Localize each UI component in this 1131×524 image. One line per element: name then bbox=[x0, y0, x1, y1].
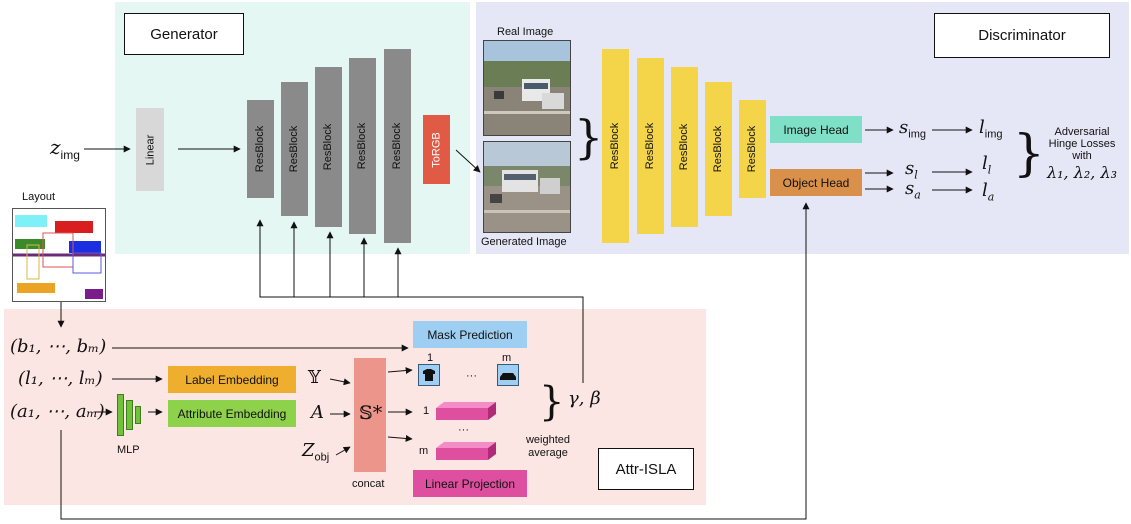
losses-line-2: Hinge Losses bbox=[1048, 138, 1116, 150]
attribute-embedding: Attribute Embedding bbox=[168, 400, 296, 427]
mlp-layer-1 bbox=[117, 394, 124, 436]
discriminator-resblock-3: ResBlock bbox=[671, 67, 698, 227]
object-head: Object Head bbox=[770, 169, 862, 196]
discriminator-resblock-5: ResBlock bbox=[739, 100, 766, 198]
generator-resblock-5: ResBlock bbox=[384, 49, 411, 243]
b-sequence: (b₁, ⋯, bₘ) bbox=[10, 336, 107, 357]
mlp-layer-3 bbox=[135, 406, 141, 424]
shirt-icon bbox=[423, 369, 435, 381]
s-a: sa bbox=[905, 178, 921, 202]
torgb-block: ToRGB bbox=[423, 115, 450, 184]
generator-resblock-3: ResBlock bbox=[315, 67, 342, 227]
mlp-layer-2 bbox=[126, 400, 133, 430]
layout-label: Layout bbox=[22, 191, 56, 203]
image-head: Image Head bbox=[770, 116, 862, 143]
resblock-label: ResBlock bbox=[609, 122, 622, 170]
images-brace: } bbox=[574, 110, 604, 164]
mask-1-thumb bbox=[418, 364, 440, 386]
z-img-label: zimg bbox=[50, 135, 80, 162]
losses-line-1: Adversarial bbox=[1054, 126, 1110, 138]
attr-isla-title: Attr-ISLA bbox=[598, 448, 694, 490]
resblock-label: ResBlock bbox=[746, 125, 759, 173]
layout-map bbox=[12, 208, 106, 302]
weighted-brace: } bbox=[539, 379, 565, 425]
linear-block: Linear bbox=[136, 108, 164, 191]
generator-resblock-1: ResBlock bbox=[247, 100, 274, 198]
resblock-label: ResBlock bbox=[322, 123, 335, 171]
losses-line-3: with bbox=[1072, 150, 1092, 162]
generated-image bbox=[483, 141, 571, 233]
mask-index-1: 1 bbox=[427, 352, 434, 364]
a-symbol: A bbox=[311, 402, 324, 423]
resblock-label: ResBlock bbox=[644, 122, 657, 170]
generator-resblock-4: ResBlock bbox=[349, 58, 376, 234]
linear-projection: Linear Projection bbox=[413, 470, 527, 497]
average-label: average bbox=[528, 447, 568, 459]
generated-image-label: Generated Image bbox=[481, 236, 567, 248]
resblock-label: ResBlock bbox=[254, 125, 267, 173]
mlp-label: MLP bbox=[117, 444, 140, 456]
l-a: la bbox=[982, 180, 995, 204]
l-sequence: (l₁, ⋯, lₘ) bbox=[18, 368, 103, 389]
resblock-label: ResBlock bbox=[391, 122, 404, 170]
resblock-label: ResBlock bbox=[678, 123, 691, 171]
projection-tensor-m bbox=[436, 442, 496, 460]
weighted-average-label: weighted average bbox=[520, 434, 576, 460]
projection-tensor-1 bbox=[436, 402, 496, 420]
concat-label: concat bbox=[352, 478, 385, 490]
label-embedding: Label Embedding bbox=[168, 366, 296, 393]
real-image bbox=[483, 40, 571, 136]
car-icon bbox=[500, 373, 516, 380]
resblock-label: ResBlock bbox=[356, 122, 369, 170]
projection-index-m: m bbox=[419, 445, 429, 457]
projection-dots: ··· bbox=[458, 424, 469, 436]
discriminator-resblock-2: ResBlock bbox=[637, 58, 664, 234]
torgb-label: ToRGB bbox=[430, 131, 443, 168]
mlp-block bbox=[117, 394, 147, 436]
concat-block bbox=[354, 358, 386, 472]
z-obj: Zobj bbox=[302, 440, 330, 464]
losses-brace: } bbox=[1013, 124, 1045, 182]
weighted-label: weighted bbox=[525, 434, 571, 446]
s-star-symbol: 𝕊* bbox=[359, 402, 383, 424]
s-img: simg bbox=[899, 117, 926, 141]
resblock-label: ResBlock bbox=[712, 125, 725, 173]
linear-label: Linear bbox=[144, 134, 157, 165]
projection-tensors bbox=[436, 402, 496, 460]
discriminator-resblock-1: ResBlock bbox=[602, 49, 629, 243]
a-sequence: (a₁, ⋯, aₘ) bbox=[10, 401, 105, 422]
mask-index-m: m bbox=[502, 352, 512, 364]
lambdas: λ₁, λ₂, λ₃ bbox=[1046, 163, 1117, 182]
layout-map-drawing bbox=[13, 215, 105, 299]
losses-text: Adversarial Hinge Losses with λ₁, λ₂, λ₃ bbox=[1034, 126, 1130, 184]
mask-prediction: Mask Prediction bbox=[413, 321, 527, 348]
resblock-label: ResBlock bbox=[288, 125, 301, 173]
y-symbol: 𝕐 bbox=[308, 367, 321, 388]
generator-title: Generator bbox=[124, 13, 244, 55]
s-l: sl bbox=[905, 158, 918, 182]
projection-index-1: 1 bbox=[423, 405, 430, 417]
generated-image-photo bbox=[484, 142, 570, 232]
mask-dots: ··· bbox=[466, 370, 477, 382]
real-image-photo bbox=[484, 41, 570, 135]
real-image-label: Real Image bbox=[497, 26, 554, 38]
mask-m-thumb bbox=[497, 364, 519, 386]
discriminator-title: Discriminator bbox=[934, 13, 1110, 58]
discriminator-resblock-4: ResBlock bbox=[705, 82, 732, 216]
gamma-beta: γ, β bbox=[568, 388, 601, 409]
l-img: limg bbox=[979, 117, 1003, 141]
generator-resblock-2: ResBlock bbox=[281, 82, 308, 216]
l-l: ll bbox=[982, 153, 992, 177]
